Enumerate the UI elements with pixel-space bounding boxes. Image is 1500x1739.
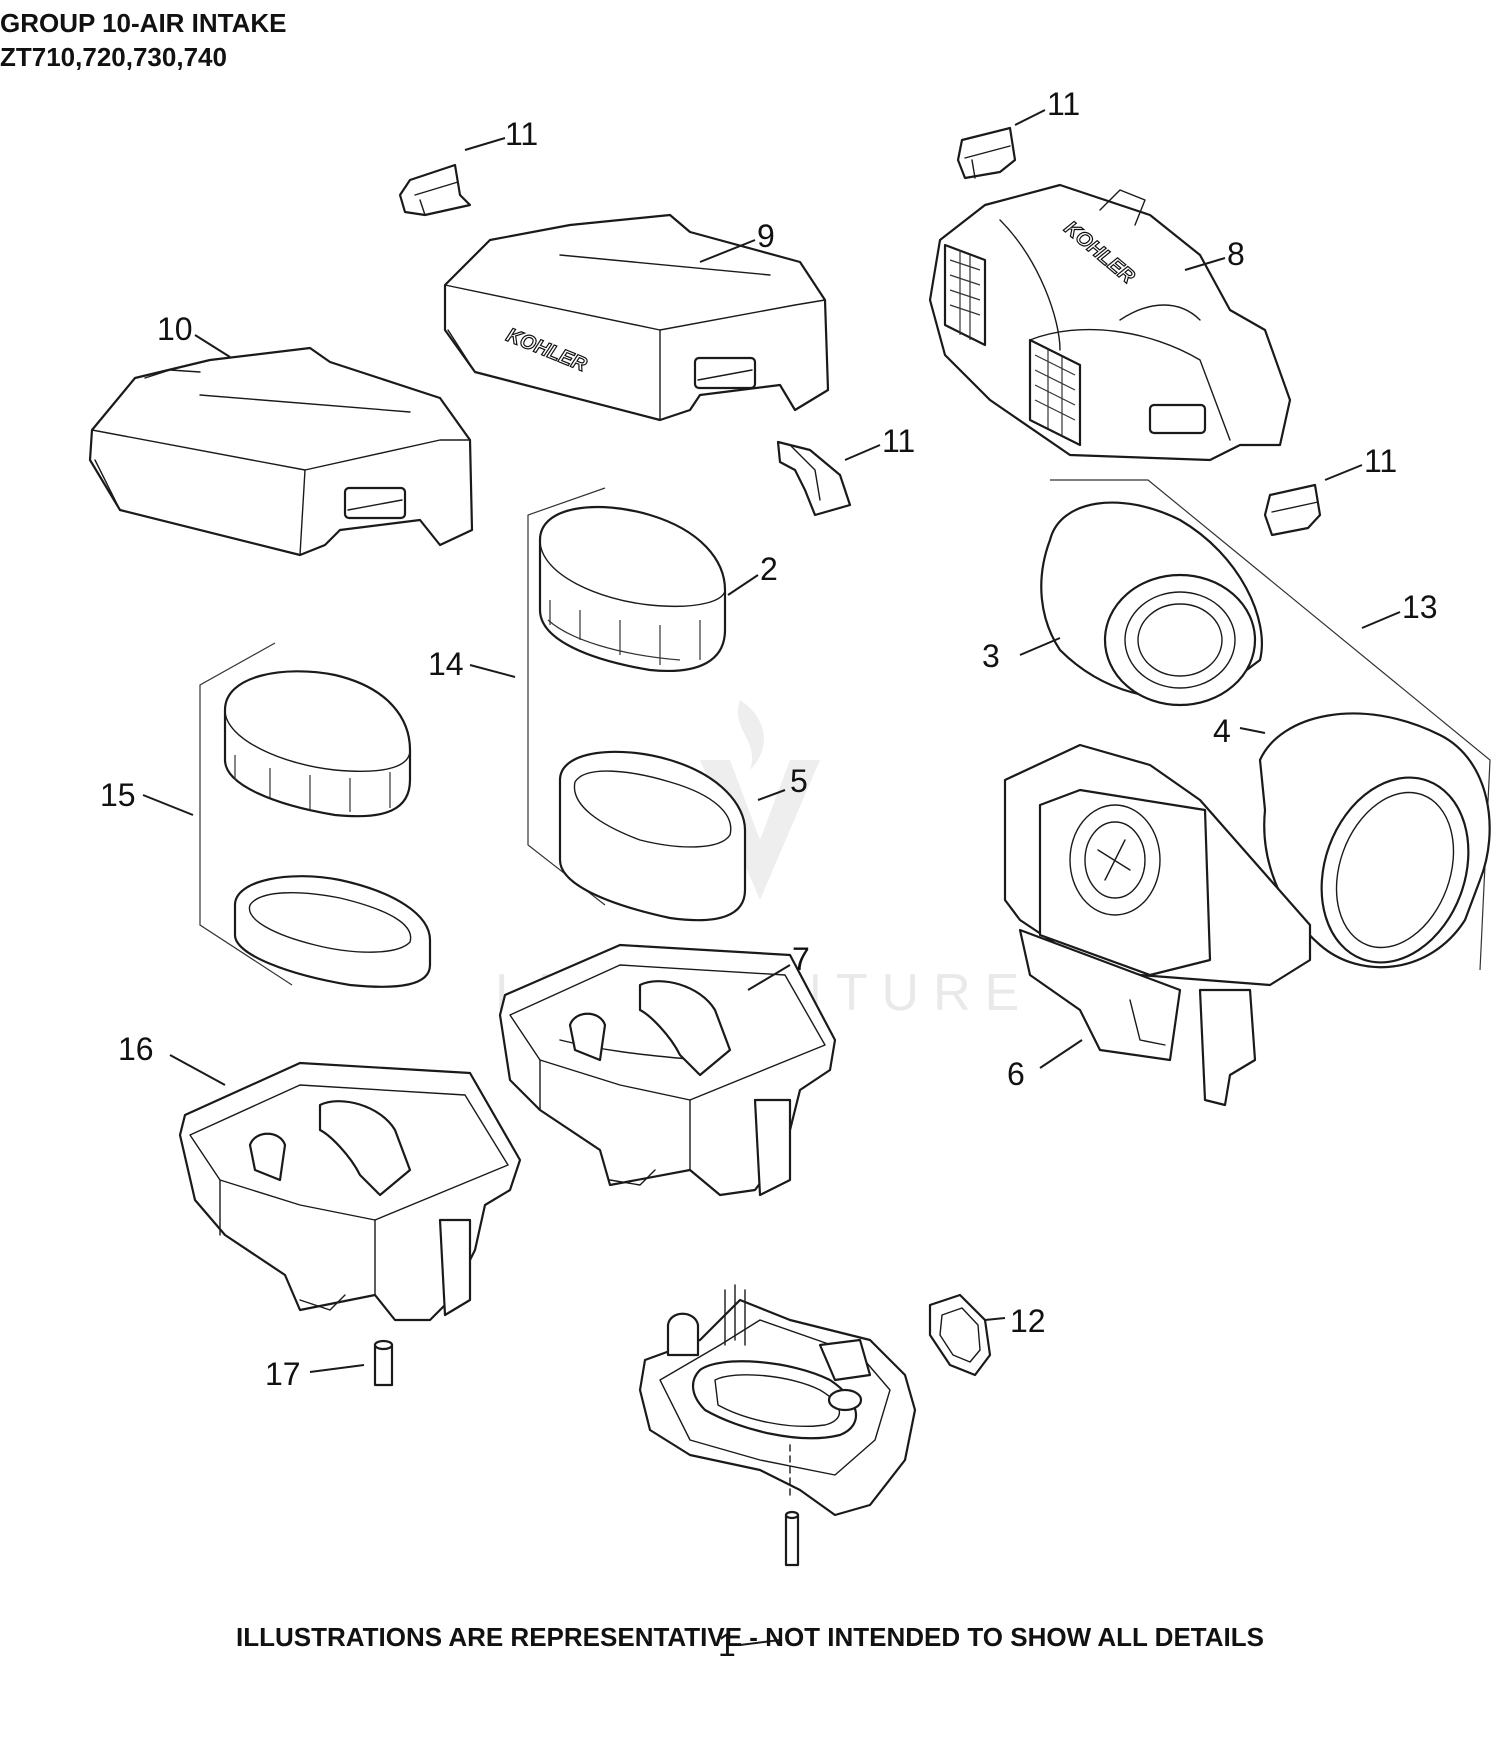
callout-numbers: 11 11 9 8 10 11 11 2 13 3 14 4 15 5 7 16… [100, 86, 1438, 1663]
part-6-base-assembly [1003, 743, 1312, 1107]
callout-6: 6 [1007, 1056, 1025, 1092]
callout-15: 15 [100, 777, 136, 813]
callout-3: 3 [982, 638, 1000, 674]
part-4-sleeve [1258, 712, 1491, 969]
callout-13: 13 [1402, 589, 1438, 625]
callout-5: 5 [790, 763, 808, 799]
callout-11-c: 11 [882, 423, 915, 459]
part-8-cover: KOHLER [928, 183, 1292, 462]
model-list: ZT710,720,730,740 [0, 42, 227, 72]
callout-11-a: 11 [505, 116, 538, 152]
callout-16: 16 [118, 1031, 154, 1067]
base-plate [638, 1284, 917, 1517]
page-header: GROUP 10-AIR INTAKE ZT710,720,730,740 [0, 6, 287, 74]
part-12-gasket [928, 1293, 992, 1377]
part-11-latch-b [956, 126, 1017, 180]
callout-1: 1 [718, 1627, 736, 1663]
callout-4: 4 [1213, 713, 1231, 749]
part-10-cover [88, 346, 474, 557]
callout-14: 14 [428, 646, 464, 682]
callout-9: 9 [757, 218, 775, 254]
part-3-round-filter [1040, 501, 1263, 707]
disclaimer-footer: ILLUSTRATIONS ARE REPRESENTATIVE - NOT I… [236, 1622, 1264, 1652]
callout-17: 17 [265, 1356, 301, 1392]
group-title: GROUP 10-AIR INTAKE [0, 8, 287, 38]
part-16-base [178, 1061, 522, 1322]
part-7-base [498, 943, 837, 1197]
callout-12: 12 [1010, 1303, 1046, 1339]
part-1-pin [784, 1510, 800, 1567]
callout-7: 7 [792, 941, 810, 977]
callout-8: 8 [1227, 236, 1245, 272]
part-11-latch-c [776, 440, 852, 517]
callout-10: 10 [157, 311, 193, 347]
part-2-filter-element [538, 506, 727, 672]
callout-11-d: 11 [1364, 443, 1397, 479]
part-11-latch-d [1263, 483, 1322, 537]
callout-2: 2 [760, 551, 778, 587]
kit-15-bracket [199, 642, 293, 986]
callout-11-b: 11 [1047, 86, 1080, 122]
part-5-precleaner [558, 750, 747, 922]
part-9-cover: KOHLER [443, 213, 830, 422]
part-15-filter-kit [223, 670, 432, 988]
part-17-sleeve [373, 1339, 394, 1387]
part-11-latch-a [398, 163, 472, 217]
leader-lines [142, 109, 1401, 1646]
